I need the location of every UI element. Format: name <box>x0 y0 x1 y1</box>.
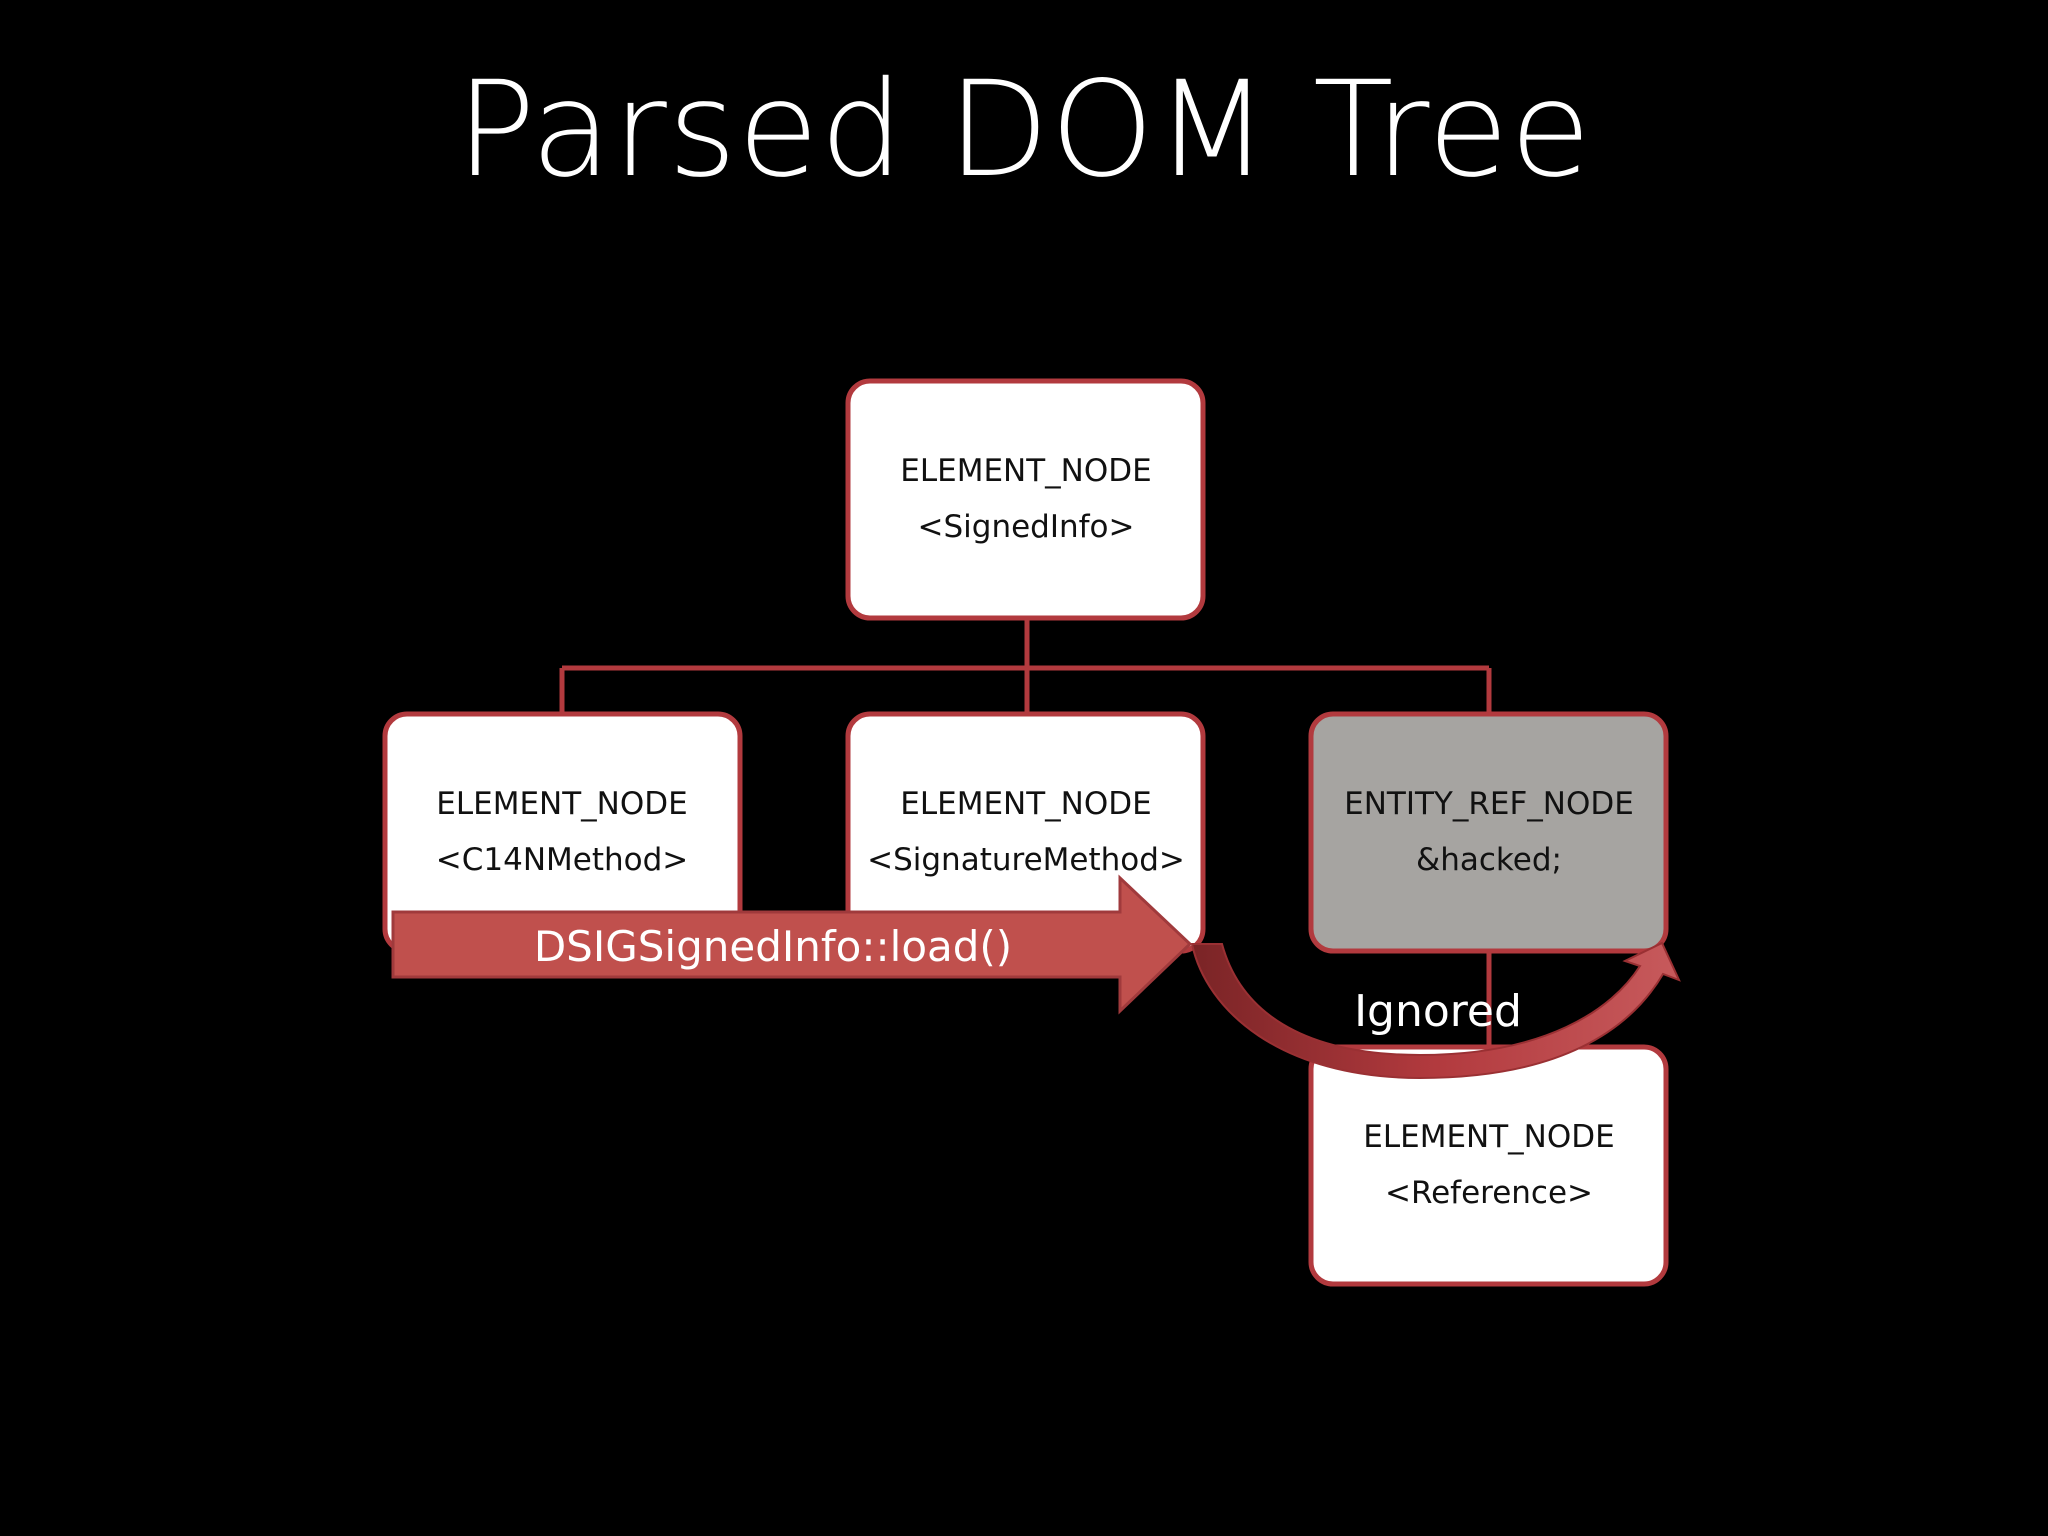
node-reference-label: <Reference> <box>1385 1175 1593 1211</box>
node-signature-method: ELEMENT_NODE <SignatureMethod> <box>845 711 1206 954</box>
node-reference: ELEMENT_NODE <Reference> <box>1308 1044 1669 1287</box>
load-block-arrow: DSIGSignedInfo::load() <box>391 874 1193 1015</box>
node-signature-method-label: <SignatureMethod> <box>867 842 1185 878</box>
node-signed-info-type: ELEMENT_NODE <box>900 453 1151 489</box>
load-arrow-label: DSIGSignedInfo::load() <box>534 922 1012 971</box>
node-c14n-method-label: <C14NMethod> <box>436 842 689 878</box>
node-entity-ref: ENTITY_REF_NODE &hacked; <box>1308 711 1669 954</box>
node-signature-method-type: ELEMENT_NODE <box>900 786 1151 822</box>
node-c14n-method-type: ELEMENT_NODE <box>436 786 687 822</box>
node-c14n-method: ELEMENT_NODE <C14NMethod> <box>382 711 743 954</box>
tree-connectors <box>559 618 1492 1046</box>
ignored-curved-arrow <box>1190 941 1681 1080</box>
ignored-label: Ignored <box>1354 986 1522 1037</box>
node-entity-ref-label: &hacked; <box>1416 842 1562 878</box>
node-signed-info: ELEMENT_NODE <SignedInfo> <box>845 378 1206 621</box>
slide-title: Parsed DOM Tree <box>456 53 1592 207</box>
node-signed-info-label: <SignedInfo> <box>918 509 1135 545</box>
node-entity-ref-type: ENTITY_REF_NODE <box>1344 786 1634 822</box>
node-reference-type: ELEMENT_NODE <box>1363 1119 1614 1155</box>
